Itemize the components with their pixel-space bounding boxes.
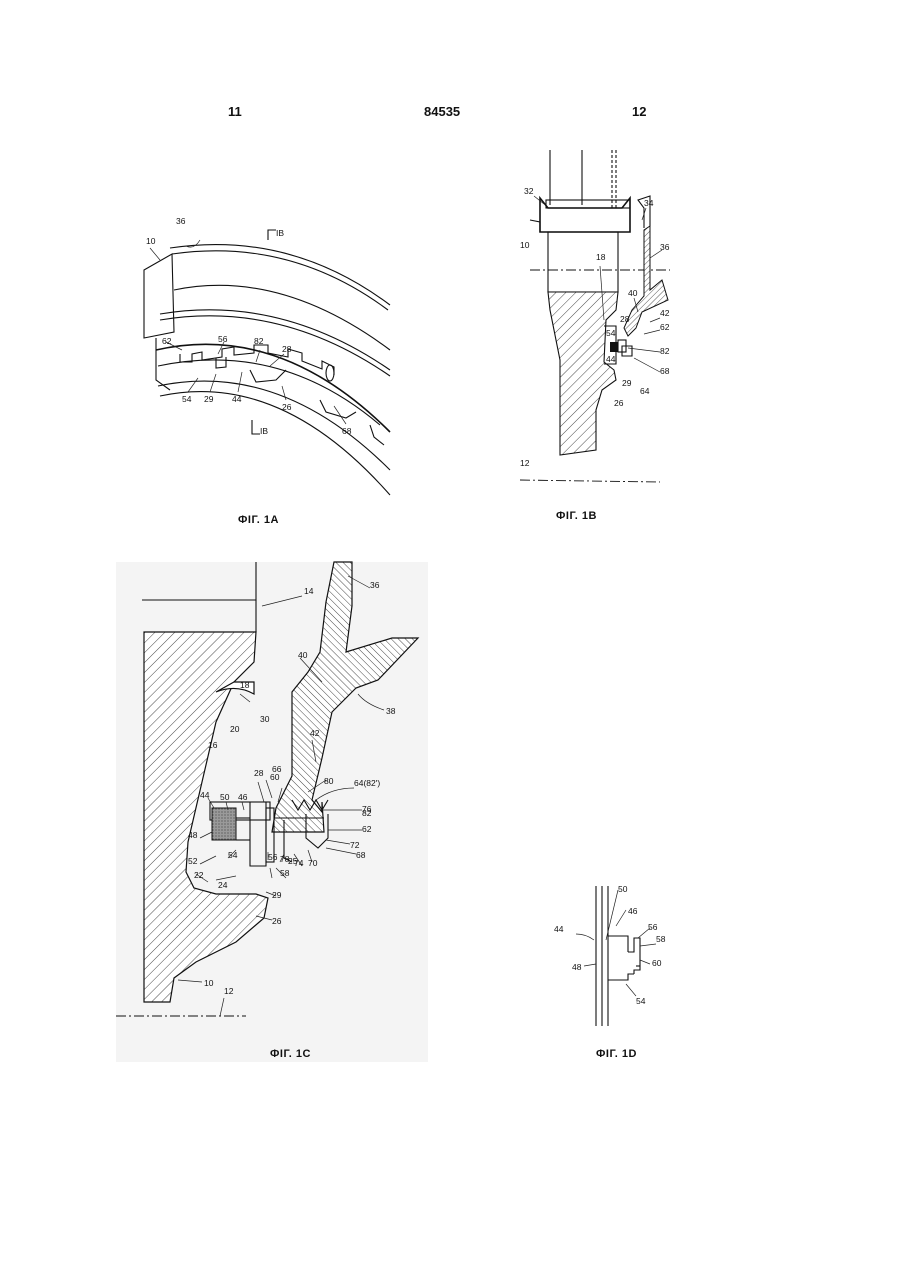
reference-numeral-label: 72 [350, 840, 360, 850]
section-mark-bottom: IB [260, 426, 268, 436]
reference-numeral-label: 10 [146, 236, 156, 246]
reference-numeral-label: 48 [572, 962, 582, 972]
reference-numeral-label: 66 [272, 764, 282, 774]
reference-numeral-label: 10 [520, 240, 530, 250]
reference-numeral-label: 56 [648, 922, 658, 932]
reference-numeral-label: 28 [254, 768, 264, 778]
reference-numeral-label: 62 [660, 322, 670, 332]
reference-numeral-label: 26 [282, 402, 292, 412]
reference-numeral-label: 26 [272, 916, 282, 926]
reference-numeral-label: 54 [228, 850, 238, 860]
reference-numeral-label: 10 [204, 978, 214, 988]
reference-numeral-label: 18 [596, 252, 606, 262]
reference-numeral-label: 58 [656, 934, 666, 944]
reference-numeral-label: 25 [288, 856, 298, 866]
reference-numeral-label: 64 [640, 386, 650, 396]
reference-numeral-label: 50 [618, 884, 628, 894]
reference-numeral-label: 16 [208, 740, 218, 750]
reference-numeral-label: 54 [606, 328, 616, 338]
figure-1b-caption: ФІГ. 1В [556, 510, 597, 522]
figure-1c-drawing: 14 36 40 38 18 20 30 16 42 64(82') 80 28… [116, 562, 428, 1062]
reference-numeral-label: 44 [606, 354, 616, 364]
reference-numeral-label: 52 [188, 856, 198, 866]
reference-numeral-label: 80 [324, 776, 334, 786]
figure-1d-caption: ФІГ. 1D [596, 1048, 637, 1060]
reference-numeral-label: 68 [660, 366, 670, 376]
reference-numeral-label: 29 [622, 378, 632, 388]
reference-numeral-label: 44 [232, 394, 242, 404]
figure-1d-drawing: 50 46 44 56 58 48 60 54 [540, 880, 700, 1030]
reference-numeral-label: 44 [554, 924, 564, 934]
reference-numeral-label: 40 [628, 288, 638, 298]
reference-numeral-label: 36 [660, 242, 670, 252]
reference-numeral-label: 18 [240, 680, 250, 690]
reference-numeral-label: 29 [272, 890, 282, 900]
figure-1b-drawing: 32 34 36 10 18 40 42 28 62 54 82 44 68 2… [510, 150, 680, 490]
figure-1a-drawing: 10 36 62 56 82 28 54 29 44 26 68 IB IB [120, 210, 400, 510]
reference-numeral-label: 64(82') [354, 778, 380, 788]
reference-numeral-label: 12 [520, 458, 530, 468]
page-number-right: 12 [632, 104, 646, 119]
reference-numeral-label: 82 [254, 336, 264, 346]
reference-numeral-label: 54 [636, 996, 646, 1006]
reference-numeral-label: 38 [386, 706, 396, 716]
reference-numeral-label: 68 [342, 426, 352, 436]
reference-numeral-label: 28 [282, 344, 292, 354]
page-number-left: 11 [228, 104, 242, 119]
reference-numeral-label: 36 [176, 216, 186, 226]
reference-numeral-label: 28 [620, 314, 630, 324]
reference-numeral-label: 58 [280, 868, 290, 878]
reference-numeral-label: 82 [660, 346, 670, 356]
reference-numeral-label: 29 [204, 394, 214, 404]
section-mark-top: IB [276, 228, 284, 238]
reference-numeral-label: 48 [188, 830, 198, 840]
reference-numeral-label: 46 [238, 792, 248, 802]
reference-numeral-label: 12 [224, 986, 234, 996]
reference-numeral-label: 62 [362, 824, 372, 834]
figure-1a-caption: ФІГ. 1А [238, 514, 279, 526]
reference-numeral-label: 60 [652, 958, 662, 968]
reference-numeral-label: 24 [218, 880, 228, 890]
reference-numeral-label: 22 [194, 870, 204, 880]
reference-numeral-label: 54 [182, 394, 192, 404]
reference-numeral-label: 46 [628, 906, 638, 916]
reference-numeral-label: 62 [162, 336, 172, 346]
reference-numeral-label: 30 [260, 714, 270, 724]
reference-numeral-label: 42 [310, 728, 320, 738]
reference-numeral-label: 50 [220, 792, 230, 802]
reference-numeral-label: 42 [660, 308, 670, 318]
reference-numeral-label: 36 [370, 580, 380, 590]
reference-numeral-label: 40 [298, 650, 308, 660]
reference-numeral-label: 14 [304, 586, 314, 596]
reference-numeral-label: 20 [230, 724, 240, 734]
reference-numeral-label: 68 [356, 850, 366, 860]
reference-numeral-label: 44 [200, 790, 210, 800]
reference-numeral-label: 26 [614, 398, 624, 408]
document-number: 84535 [424, 104, 460, 119]
reference-numeral-label: 56 [268, 852, 278, 862]
figure-1c-caption: ФІГ. 1С [270, 1048, 311, 1060]
reference-numeral-label: 56 [218, 334, 228, 344]
reference-numeral-label: 34 [644, 198, 654, 208]
reference-numeral-label: 82 [362, 808, 372, 818]
reference-numeral-label: 32 [524, 186, 534, 196]
reference-numeral-label: 70 [308, 858, 318, 868]
